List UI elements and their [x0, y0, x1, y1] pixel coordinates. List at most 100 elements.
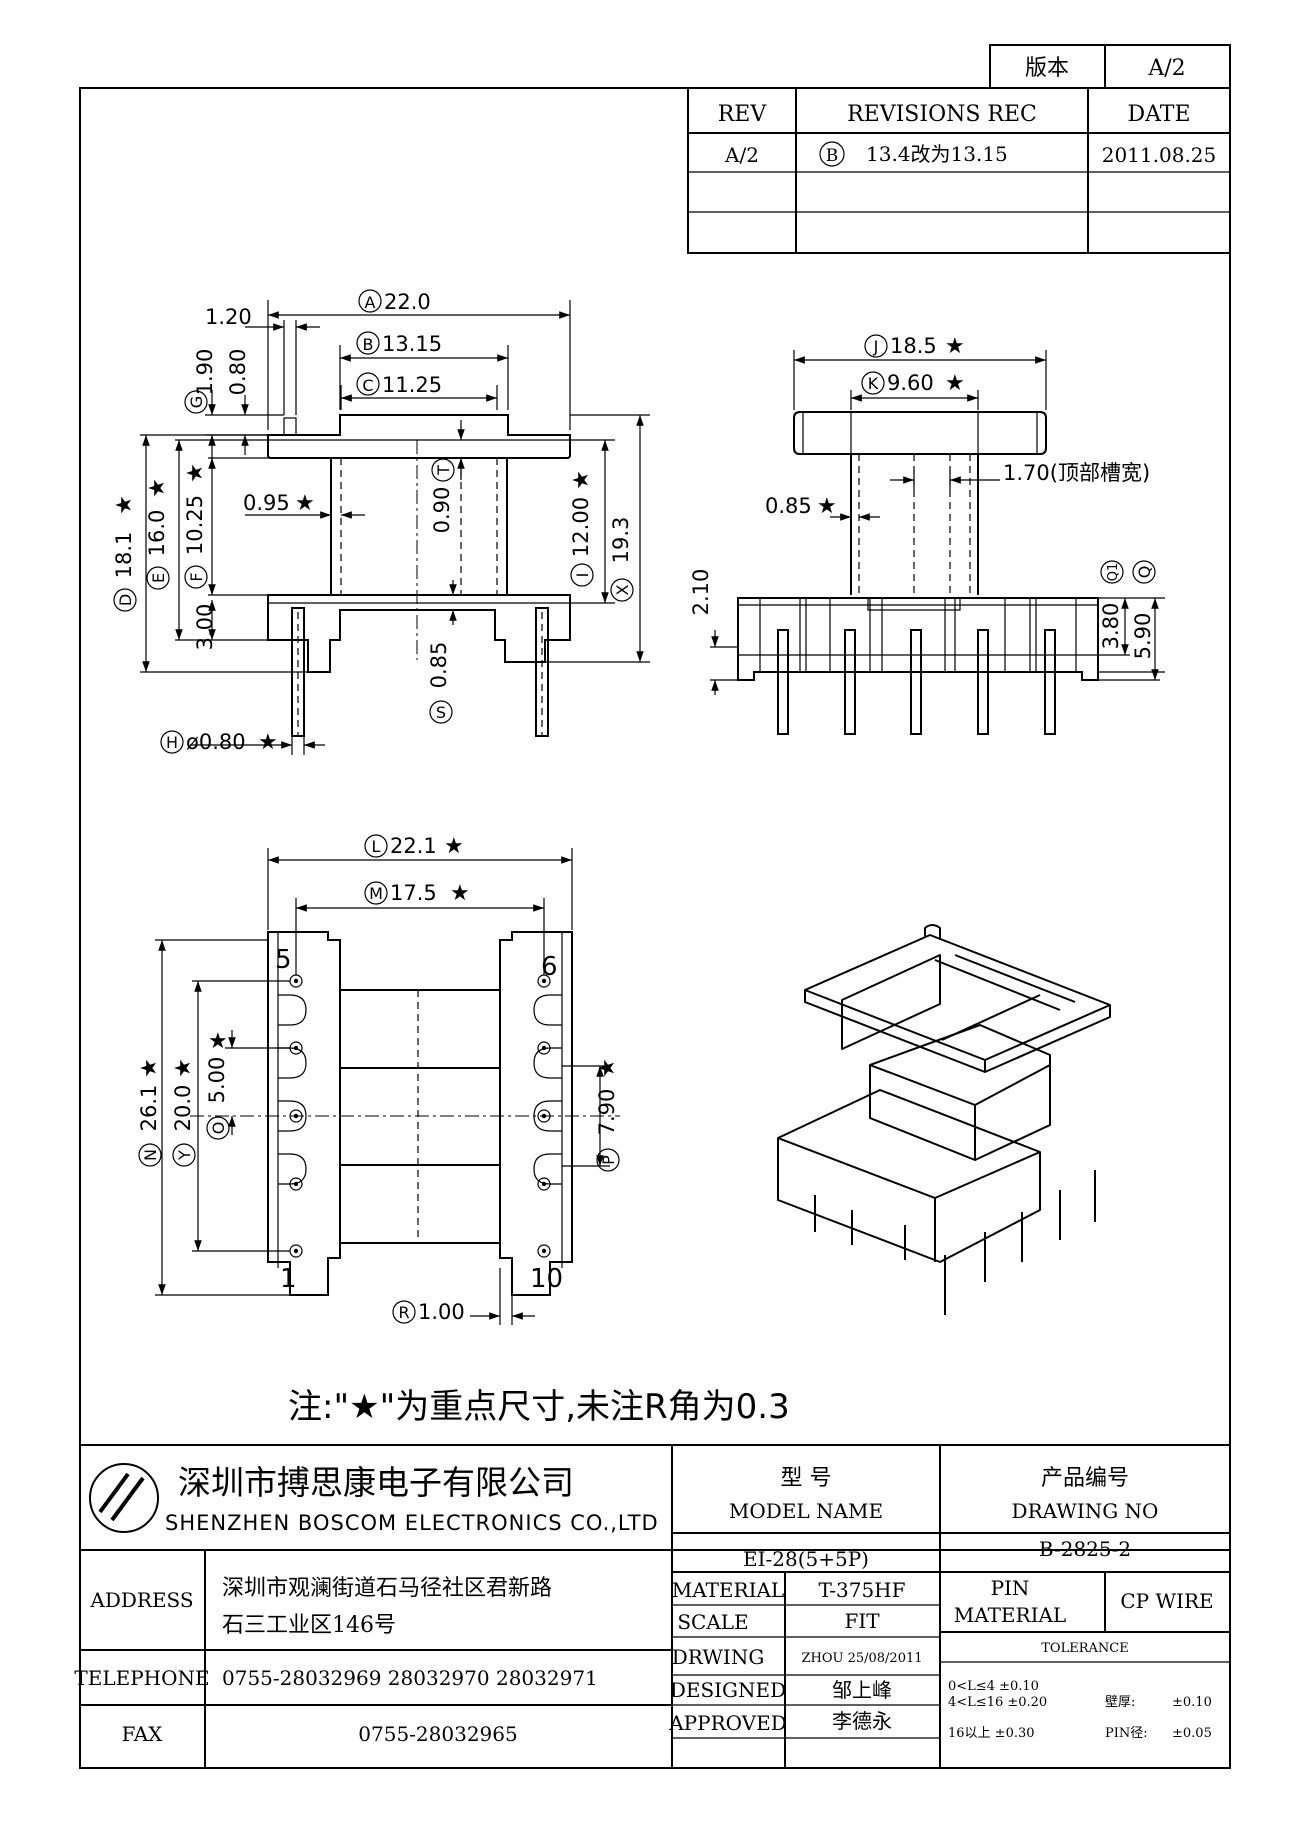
dim-A-value: 22.0	[384, 290, 431, 314]
dim-G-letter: G	[187, 396, 206, 408]
dim-B-letter: B	[363, 335, 374, 354]
dim-Y-star: ★	[171, 1058, 196, 1078]
dim-F-letter: F	[187, 572, 206, 581]
dim-085: 0.85	[765, 494, 812, 518]
address-line2: 石三工业区146号	[222, 1613, 396, 1638]
dim-slot-note: 1.70(顶部槽宽)	[1003, 461, 1150, 485]
dim-Y-letter: Y	[175, 1150, 194, 1161]
drawing-no-en: DRAWING NO	[1012, 1499, 1159, 1523]
dim-L-value: 22.1	[390, 834, 437, 858]
pin-label-5: 5	[275, 945, 292, 975]
dim-J-value: 18.5	[890, 334, 937, 358]
model-value: EI-28(5+5P)	[743, 1547, 869, 1571]
material-label: MATERIAL	[672, 1578, 784, 1602]
pin-label-1: 1	[280, 1264, 297, 1294]
pin-diameter-value: ±0.05	[1172, 1726, 1212, 1741]
dim-M-star: ★	[450, 881, 470, 906]
dim-P-star: ★	[595, 1058, 620, 1078]
scale-label: SCALE	[677, 1610, 748, 1634]
tolerance-label: TOLERANCE	[1041, 1641, 1128, 1656]
company-name-cn: 深圳市搏思康电子有限公司	[178, 1463, 574, 1502]
dim-E-star: ★	[145, 478, 170, 498]
dim-P-letter: P	[599, 1155, 618, 1165]
side-view: J 18.5 ★ K 9.60 ★ 1.70(顶部槽宽) 0.85 ★ 2.10	[689, 334, 1165, 735]
rev-marker: B	[826, 146, 839, 166]
dim-O-letter: O	[209, 1122, 228, 1135]
address-label: ADDRESS	[89, 1588, 193, 1612]
dim-I-value: 12.00	[569, 497, 593, 557]
dim-085-star: ★	[817, 494, 837, 519]
approved-label: APPROVED	[668, 1711, 787, 1735]
rev-marker-circle	[819, 141, 845, 167]
title-block: 深圳市搏思康电子有限公司 SHENZHEN BOSCOM ELECTRONICS…	[74, 1444, 1230, 1768]
drwing-value: ZHOU 25/08/2011	[801, 1651, 922, 1666]
wall-thickness-value: ±0.10	[1172, 1695, 1212, 1710]
dim-Q-value: 5.90	[1131, 613, 1155, 660]
drawing-value: B-2825-2	[1039, 1537, 1131, 1561]
drwing-label: DRWING	[672, 1645, 765, 1669]
dim-D-value: 18.1	[112, 532, 136, 579]
fax-value: 0755-28032965	[358, 1722, 517, 1746]
version-value: A/2	[1147, 56, 1185, 81]
pin-label-10: 10	[530, 1264, 563, 1294]
rev-row-rec: 13.4改为13.15	[866, 142, 1008, 166]
model-name-en: MODEL NAME	[729, 1499, 883, 1523]
rev-row-rev: A/2	[724, 143, 759, 167]
tolerance-1: 0<L≤4 ±0.10	[948, 1679, 1039, 1694]
company-logo	[89, 1463, 159, 1533]
dim-K-letter: K	[868, 374, 879, 393]
bottom-view: 5 6 1 10 L 22.1 ★ M 17.5 ★ N 26.1 ★ Y 20	[137, 834, 620, 1325]
dim-T-letter: T	[434, 465, 453, 476]
dim-T-value: 0.90	[430, 487, 454, 534]
pin-material-value: CP WIRE	[1120, 1589, 1213, 1613]
dim-D-letter: D	[116, 594, 135, 606]
dim-I-star: ★	[569, 470, 594, 490]
pin-material-line2: MATERIAL	[954, 1603, 1066, 1627]
rev-header: REV	[718, 102, 768, 127]
dim-N-letter: N	[141, 1149, 160, 1161]
dim-E-value: 16.0	[145, 510, 169, 557]
pin-holes-right	[537, 974, 551, 1258]
fax-label: FAX	[122, 1722, 164, 1746]
rev-rec-header: REVISIONS REC	[847, 102, 1037, 127]
company-name-en: SHENZHEN BOSCOM ELECTRONICS CO.,LTD	[165, 1511, 659, 1535]
version-box: 版本 A/2	[989, 44, 1231, 89]
pin-diameter-label: PIN径:	[1105, 1726, 1148, 1741]
dim-300: 3.00	[193, 604, 217, 651]
front-view: A 22.0 B 13.15 C 11.25 1.20 1.90 0.80 G	[112, 289, 650, 755]
address-line1: 深圳市观澜街道石马径社区君新路	[222, 1576, 552, 1601]
dim-J-letter: J	[873, 337, 879, 356]
tolerance-3: 16以上 ±0.30	[948, 1726, 1035, 1741]
dim-H-star: ★	[258, 730, 278, 755]
dim-120: 1.20	[205, 305, 252, 329]
dim-190: 1.90	[193, 349, 217, 396]
scale-value: FIT	[844, 1609, 880, 1633]
pin-label-6: 6	[541, 952, 558, 982]
dim-J-star: ★	[945, 334, 965, 359]
dim-H-letter: H	[166, 733, 178, 752]
dim-M-letter: M	[369, 884, 383, 903]
material-value: T-375HF	[818, 1578, 905, 1602]
drawing-no-cn: 产品编号	[1041, 1466, 1129, 1491]
rev-date-header: DATE	[1127, 102, 1190, 127]
pin-holes-left	[289, 974, 303, 1258]
dim-O-star: ★	[208, 1029, 228, 1054]
dim-210: 2.10	[689, 569, 713, 616]
rev-row-date: 2011.08.25	[1102, 143, 1217, 167]
dim-L-letter: L	[372, 837, 381, 856]
dim-P-value: 7.90	[595, 1089, 619, 1136]
dim-Q1-letter: Q1	[1106, 563, 1121, 582]
dim-S-value: 0.85	[427, 642, 451, 689]
dim-X-letter: X	[613, 584, 632, 595]
dim-R-letter: R	[398, 1303, 409, 1322]
sheet-border	[79, 87, 1231, 1769]
dim-M-value: 17.5	[390, 881, 437, 905]
version-label: 版本	[1025, 56, 1069, 81]
dim-F-value: 10.25	[183, 495, 207, 555]
dim-N-value: 26.1	[137, 1085, 161, 1132]
dim-H-value: ø0.80	[186, 730, 246, 754]
dim-F-star: ★	[183, 463, 208, 483]
dim-E-letter: E	[149, 573, 168, 583]
dim-N-star: ★	[137, 1058, 162, 1078]
